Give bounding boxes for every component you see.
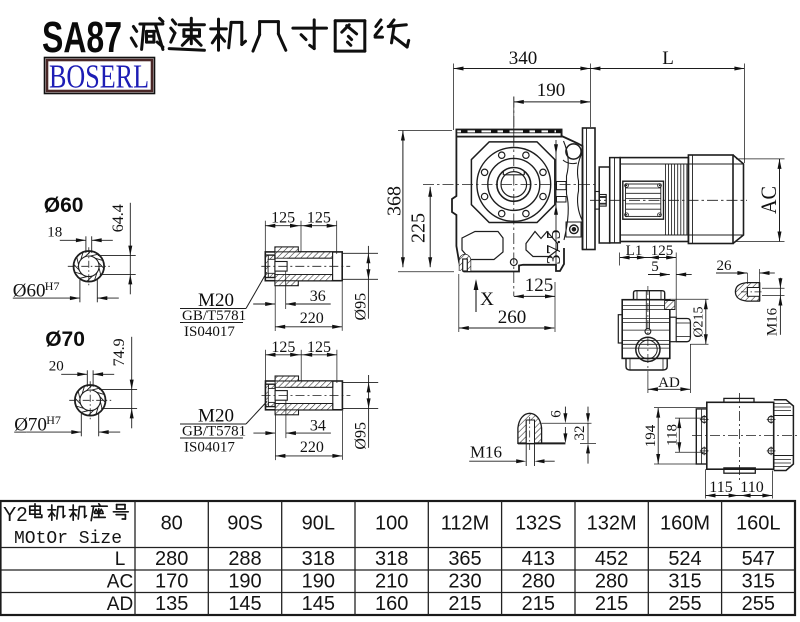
- svg-text:220: 220: [300, 310, 324, 327]
- svg-text:M16: M16: [470, 443, 502, 462]
- svg-text:452: 452: [595, 548, 628, 570]
- svg-text:M20: M20: [198, 290, 234, 311]
- svg-text:SA87: SA87: [42, 13, 122, 62]
- svg-text:225: 225: [408, 213, 430, 243]
- svg-text:37.5: 37.5: [543, 230, 565, 265]
- svg-text:90L: 90L: [302, 513, 335, 535]
- svg-text:Ø215: Ø215: [692, 306, 707, 337]
- svg-text:547: 547: [742, 548, 775, 570]
- svg-text:230: 230: [448, 571, 481, 593]
- svg-text:315: 315: [668, 571, 701, 593]
- svg-text:26: 26: [717, 258, 733, 274]
- svg-text:160: 160: [375, 593, 408, 615]
- svg-text:215: 215: [595, 593, 628, 615]
- svg-text:BOSERL: BOSERL: [49, 59, 149, 96]
- svg-text:340: 340: [509, 48, 538, 69]
- svg-text:318: 318: [302, 548, 335, 570]
- svg-text:GB/T5781: GB/T5781: [182, 424, 246, 440]
- svg-text:194: 194: [643, 424, 659, 447]
- svg-text:L: L: [662, 48, 674, 69]
- svg-text:125: 125: [271, 339, 295, 356]
- svg-text:Ø70: Ø70: [14, 414, 47, 435]
- svg-text:Ø95: Ø95: [353, 422, 370, 450]
- svg-text:Ø60: Ø60: [13, 280, 46, 301]
- svg-text:280: 280: [155, 548, 188, 570]
- svg-text:IS04017: IS04017: [184, 324, 235, 340]
- svg-text:413: 413: [522, 548, 555, 570]
- svg-text:32: 32: [572, 426, 588, 441]
- svg-text:118: 118: [665, 424, 681, 446]
- svg-text:64.4: 64.4: [110, 204, 127, 232]
- svg-text:160M: 160M: [660, 513, 710, 535]
- svg-text:AC: AC: [107, 572, 133, 593]
- svg-text:36: 36: [310, 288, 326, 305]
- svg-text:255: 255: [742, 593, 775, 615]
- svg-text:90S: 90S: [227, 513, 263, 535]
- svg-text:Ø95: Ø95: [352, 293, 369, 321]
- svg-text:L: L: [115, 549, 126, 570]
- svg-text:280: 280: [522, 571, 555, 593]
- svg-text:125: 125: [651, 243, 674, 259]
- svg-text:IS04017: IS04017: [184, 440, 235, 456]
- svg-text:190: 190: [228, 571, 261, 593]
- svg-text:318: 318: [375, 548, 408, 570]
- svg-text:160L: 160L: [736, 513, 781, 535]
- svg-text:365: 365: [448, 548, 481, 570]
- svg-text:6: 6: [549, 410, 565, 418]
- svg-text:255: 255: [668, 593, 701, 615]
- svg-text:100: 100: [375, 513, 408, 535]
- svg-text:132M: 132M: [587, 513, 637, 535]
- svg-text:132S: 132S: [515, 513, 562, 535]
- svg-text:110: 110: [740, 479, 763, 496]
- svg-text:H7: H7: [46, 413, 61, 427]
- svg-text:288: 288: [228, 548, 261, 570]
- svg-text:L1: L1: [626, 243, 643, 259]
- svg-text:190: 190: [537, 80, 566, 101]
- svg-text:125: 125: [307, 339, 331, 356]
- svg-text:315: 315: [742, 571, 775, 593]
- svg-text:Ø60: Ø60: [44, 194, 84, 217]
- svg-text:145: 145: [302, 593, 335, 615]
- svg-text:280: 280: [595, 571, 628, 593]
- svg-text:260: 260: [498, 307, 527, 328]
- svg-text:GB/T5781: GB/T5781: [182, 308, 246, 324]
- svg-text:AC: AC: [756, 186, 781, 214]
- svg-text:145: 145: [228, 593, 261, 615]
- svg-text:170: 170: [155, 571, 188, 593]
- svg-text:215: 215: [522, 593, 555, 615]
- svg-text:5: 5: [651, 259, 659, 275]
- svg-text:M16: M16: [765, 307, 781, 336]
- svg-text:MOtOr Size: MOtOr Size: [14, 529, 122, 549]
- svg-text:Y2: Y2: [3, 504, 27, 526]
- svg-text:18: 18: [47, 224, 62, 240]
- svg-text:190: 190: [302, 571, 335, 593]
- svg-text:115: 115: [709, 479, 732, 496]
- svg-text:125: 125: [271, 210, 295, 227]
- svg-text:80: 80: [161, 513, 183, 535]
- svg-text:H7: H7: [45, 279, 60, 293]
- svg-text:135: 135: [155, 593, 188, 615]
- svg-text:215: 215: [448, 593, 481, 615]
- svg-text:74.9: 74.9: [111, 338, 128, 366]
- svg-text:112M: 112M: [441, 513, 490, 535]
- svg-text:M20: M20: [198, 406, 234, 427]
- svg-text:Ø70: Ø70: [45, 328, 85, 351]
- svg-text:368: 368: [384, 186, 406, 216]
- svg-text:AD: AD: [658, 375, 680, 391]
- svg-text:34: 34: [310, 418, 326, 435]
- svg-text:210: 210: [375, 571, 408, 593]
- svg-text:AD: AD: [107, 594, 133, 615]
- svg-text:X: X: [480, 289, 494, 310]
- svg-text:524: 524: [668, 548, 701, 570]
- svg-text:125: 125: [307, 210, 331, 227]
- svg-text:220: 220: [300, 439, 324, 456]
- svg-text:20: 20: [49, 358, 64, 374]
- svg-text:125: 125: [525, 275, 554, 296]
